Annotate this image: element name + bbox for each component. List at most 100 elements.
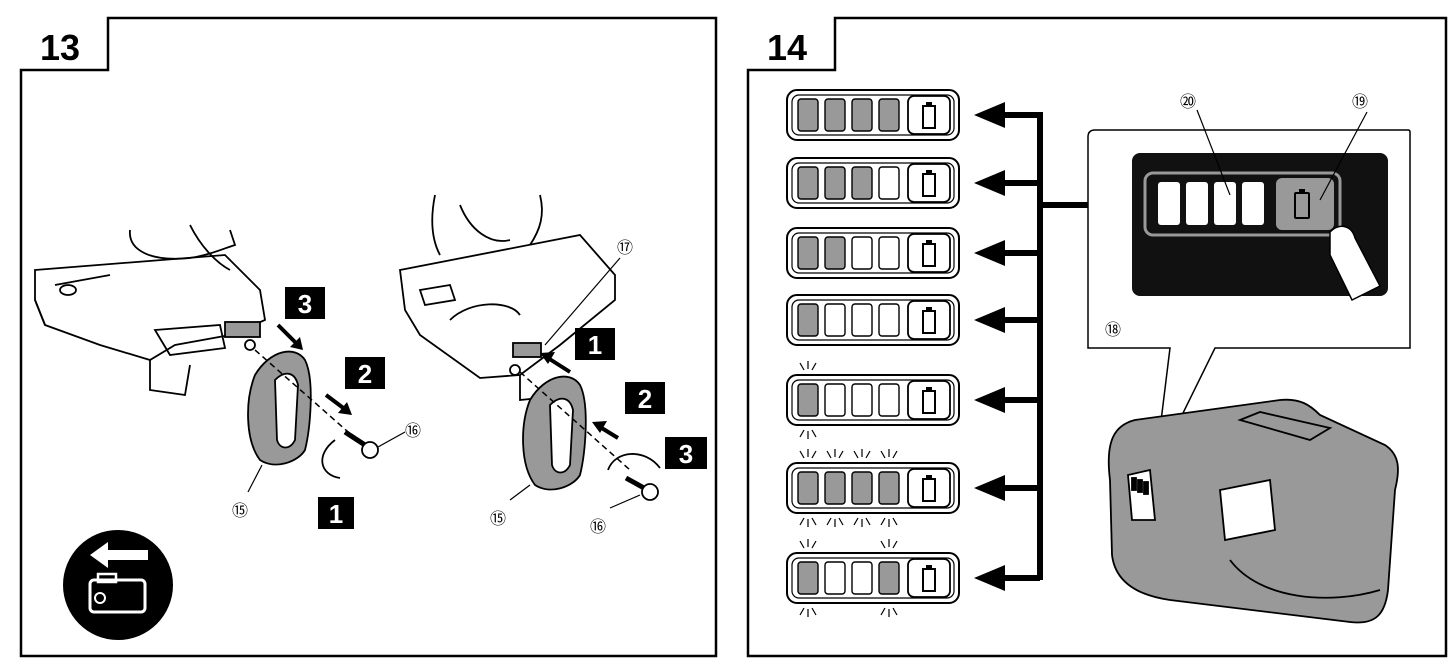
level-segment	[824, 303, 846, 337]
blink-mark	[799, 429, 805, 438]
figure-number-14: 14	[767, 27, 807, 68]
dashed-guide-left	[254, 349, 356, 439]
blink-mark	[880, 540, 886, 549]
indicator-rows	[786, 89, 1040, 617]
blink-mark	[811, 429, 817, 438]
blink-mark	[892, 540, 898, 549]
svg-text:2: 2	[358, 359, 372, 389]
svg-text:1: 1	[329, 499, 343, 529]
step-2-right: 2	[592, 382, 665, 440]
figure-number-13: 13	[40, 27, 80, 68]
blink-mark	[865, 517, 871, 526]
level-segment	[851, 471, 873, 505]
tool-base-right	[399, 194, 616, 401]
hook-holder-right	[522, 375, 587, 491]
rotate-arrow-left	[321, 439, 341, 479]
blink-mark	[880, 517, 886, 526]
battery-button	[1276, 178, 1334, 230]
battery-icon	[907, 558, 951, 598]
level-segment	[878, 236, 900, 270]
callout-15-right: ⑮	[490, 510, 506, 528]
level-segment	[797, 236, 819, 270]
blink-mark	[880, 607, 886, 616]
blink-mark	[799, 607, 805, 616]
level-segment	[824, 166, 846, 200]
screw-16-right	[624, 475, 659, 501]
level-segment	[824, 561, 846, 595]
level-segment	[797, 98, 819, 132]
level-segment	[878, 98, 900, 132]
figure-14-drawing: 14 ⑳ ⑲ ⑱	[746, 16, 1448, 658]
callout-15-left: ⑮	[232, 502, 248, 520]
blink-mark	[799, 362, 805, 371]
figure-13-drawing: 13 3 2 1 ⑮ ⑯	[19, 16, 718, 658]
blink-mark	[799, 450, 805, 459]
callout-16-left: ⑯	[405, 422, 421, 440]
blink-mark	[880, 450, 886, 459]
level-segment	[797, 471, 819, 505]
blink-mark	[853, 517, 859, 526]
blink-mark	[838, 450, 844, 459]
indicator-row	[786, 294, 1040, 346]
blink-mark	[892, 450, 898, 459]
tool-base-left	[34, 224, 267, 397]
svg-text:2: 2	[638, 384, 652, 414]
dashed-guide-right	[519, 371, 631, 471]
svg-text:1: 1	[588, 330, 602, 360]
indicator-row	[786, 539, 1040, 617]
rotate-arrow-right	[607, 453, 661, 471]
level-segment	[797, 166, 819, 200]
level-segment	[878, 561, 900, 595]
callout-19: ⑲	[1352, 93, 1368, 111]
level-segment	[797, 561, 819, 595]
level-segment	[851, 166, 873, 200]
level-segment	[878, 471, 900, 505]
blink-mark	[811, 607, 817, 616]
level-segment	[878, 303, 900, 337]
blink-mark	[892, 517, 898, 526]
screw-16-left	[343, 429, 379, 459]
level-segment	[797, 383, 819, 417]
level-segment	[851, 98, 873, 132]
blink-mark	[853, 450, 859, 459]
level-segment	[824, 98, 846, 132]
level-segment	[851, 383, 873, 417]
blink-mark	[838, 517, 844, 526]
battery-icon	[907, 300, 951, 340]
indicator-row	[786, 227, 1040, 279]
frame-13	[19, 16, 718, 658]
indicator-row	[786, 361, 1040, 439]
figure-14: 14 ⑳ ⑲ ⑱	[740, 0, 1454, 661]
battery-icon	[907, 95, 951, 135]
svg-text:3: 3	[679, 439, 693, 469]
hook-holder-left	[247, 350, 312, 466]
callout-18: ⑱	[1105, 321, 1121, 339]
blink-mark	[811, 540, 817, 549]
blink-mark	[892, 607, 898, 616]
blink-mark	[811, 450, 817, 459]
blink-mark	[811, 517, 817, 526]
step-1-right: 1	[540, 328, 615, 374]
step-1-left: 1	[318, 497, 354, 529]
level-segment	[851, 303, 873, 337]
blink-mark	[865, 450, 871, 459]
step-3-left: 3	[276, 287, 325, 350]
blink-mark	[826, 517, 832, 526]
indicator-row	[786, 449, 1040, 527]
indicator-row	[786, 89, 1040, 141]
step-2-left: 2	[324, 357, 385, 415]
battery-icon	[1294, 189, 1310, 219]
callout-17: ⑰	[617, 239, 633, 257]
battery-icon	[907, 163, 951, 203]
battery-back-arrow-icon	[63, 530, 173, 640]
battery-pack	[1107, 398, 1399, 624]
blink-mark	[799, 517, 805, 526]
blink-mark	[826, 450, 832, 459]
level-segment	[851, 561, 873, 595]
level-segment	[824, 383, 846, 417]
battery-icon	[907, 380, 951, 420]
finger-icon	[1329, 225, 1382, 302]
level-segment	[797, 303, 819, 337]
figure-13: 13 3 2 1 ⑮ ⑯	[0, 0, 722, 661]
level-segment	[878, 383, 900, 417]
